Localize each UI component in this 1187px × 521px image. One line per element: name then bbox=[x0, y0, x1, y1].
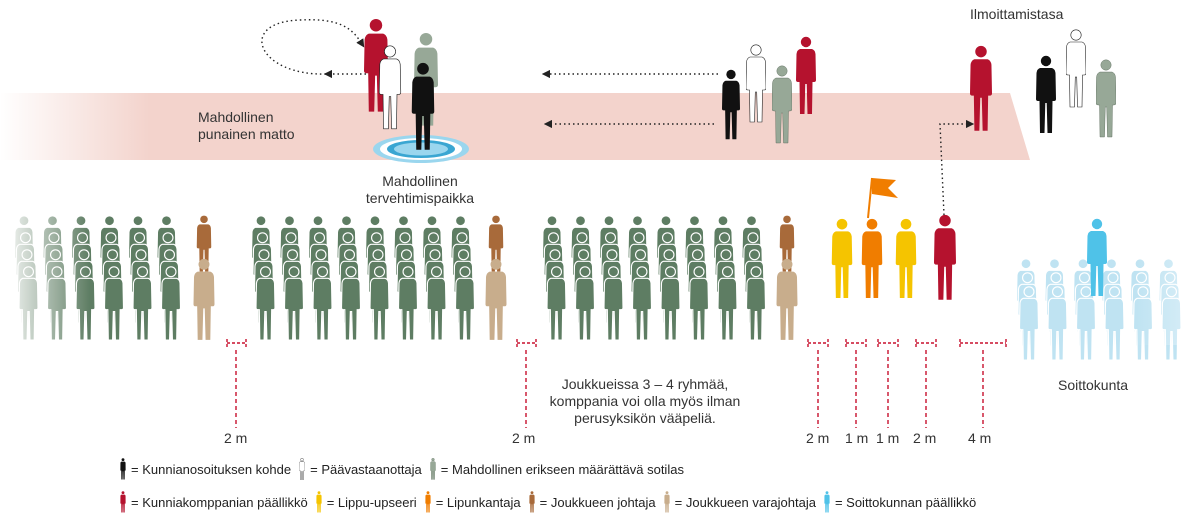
brown-figure-icon bbox=[528, 491, 535, 513]
distance-bracket bbox=[516, 339, 537, 347]
legend-text-target: = Kunnianosoituksen kohde bbox=[131, 461, 292, 477]
legend-item-target: = Kunnianosoituksen kohde bbox=[118, 458, 291, 480]
legend-item-company-commander: = Kunniakomppanian päällikkö bbox=[118, 491, 308, 513]
distance-bracket bbox=[915, 339, 937, 347]
legend-item-designated-soldier: = Mahdollinen erikseen määrättävä sotila… bbox=[428, 458, 684, 480]
legend-row-2: = Kunniakomppanian päällikkö = Lippu-ups… bbox=[118, 491, 982, 513]
legend-item-band-leader: = Soittokunnan päällikkö bbox=[822, 491, 976, 513]
label-red-carpet: Mahdollinen punainen matto bbox=[198, 109, 295, 143]
movement-arrows bbox=[261, 19, 975, 216]
distance-bracket bbox=[226, 339, 247, 347]
label-note-line1: Joukkueissa 3 – 4 ryhmää, bbox=[561, 376, 729, 392]
tan-figure-icon bbox=[663, 491, 670, 513]
red-carpet bbox=[0, 93, 1030, 160]
distance-label-4: 1 m bbox=[845, 430, 869, 446]
distance-markers bbox=[226, 339, 1007, 428]
distance-bracket bbox=[877, 339, 899, 347]
flag-officer-figure bbox=[831, 218, 853, 298]
label-band: Soittokunta bbox=[1058, 377, 1129, 393]
label-note-line2: komppania voi olla myös ilman bbox=[549, 393, 741, 409]
distance-label-1: 2 m bbox=[224, 430, 248, 446]
red-figure-icon bbox=[120, 491, 126, 513]
black-figure-icon bbox=[120, 458, 126, 480]
legend-text-platoon-leader: = Joukkueen johtaja bbox=[539, 494, 656, 510]
distance-label-5: 1 m bbox=[876, 430, 900, 446]
distance-label-3: 2 m bbox=[806, 430, 830, 446]
distance-label-2: 2 m bbox=[512, 430, 536, 446]
flag-bearer-figure bbox=[861, 218, 883, 298]
blue-figure-icon bbox=[824, 491, 830, 513]
distance-bracket bbox=[807, 339, 829, 347]
formation-fade-left bbox=[0, 205, 90, 345]
legend-text-company-commander: = Kunniakomppanian päällikkö bbox=[131, 494, 308, 510]
legend-item-flag-bearer: = Lipunkantaja bbox=[423, 491, 521, 513]
deputy-leader-figure bbox=[193, 258, 215, 340]
label-greeting-line2: tervehtimispaikka bbox=[365, 190, 475, 206]
orange-figure-icon bbox=[424, 491, 431, 513]
deputy-leader-figure bbox=[485, 258, 507, 340]
legend-text-flag-officer: = Lippu-upseeri bbox=[326, 494, 417, 510]
legend-item-flag-officer: = Lippu-upseeri bbox=[314, 491, 417, 513]
carpet-fade-left bbox=[0, 90, 150, 164]
grey-green-figure-icon bbox=[430, 458, 436, 480]
arrow-report bbox=[939, 119, 975, 216]
distance-bracket bbox=[845, 339, 867, 347]
legend-item-main-receiver: = Päävastaanottaja bbox=[297, 458, 422, 480]
legend-text-main-receiver: = Päävastaanottaja bbox=[310, 461, 422, 477]
legend-text-deputy-leader: = Joukkueen varajohtaja bbox=[674, 494, 816, 510]
band-fade-right bbox=[1135, 225, 1187, 345]
label-note-line3: perusyksikön vääpeliä. bbox=[574, 410, 716, 426]
legend-item-platoon-leader: = Joukkueen johtaja bbox=[527, 491, 656, 513]
company-commander-figure bbox=[934, 214, 956, 300]
flag-officer-figure bbox=[895, 218, 917, 298]
distance-bracket bbox=[959, 339, 1007, 347]
label-platoon-note: Joukkueissa 3 – 4 ryhmää, komppania voi … bbox=[530, 376, 760, 427]
flag-icon bbox=[867, 177, 898, 219]
label-carpet-line2: punainen matto bbox=[198, 126, 295, 142]
label-greeting-spot: Mahdollinen tervehtimispaikka bbox=[355, 173, 485, 207]
honor-company-formation bbox=[13, 214, 1182, 361]
legend-text-designated-soldier: = Mahdollinen erikseen määrättävä sotila… bbox=[440, 461, 684, 477]
yellow-figure-icon bbox=[315, 491, 322, 513]
deputy-leader-figure bbox=[776, 258, 798, 340]
loop-arrow bbox=[261, 19, 365, 75]
distance-label-6: 2 m bbox=[913, 430, 937, 446]
distance-label-7: 4 m bbox=[968, 430, 992, 446]
white-figure-icon bbox=[299, 458, 305, 480]
label-reporting-place: Ilmoittamistasa bbox=[970, 6, 1064, 22]
legend-row-1: = Kunnianosoituksen kohde = Päävastaanot… bbox=[118, 458, 690, 480]
legend-text-flag-bearer: = Lipunkantaja bbox=[435, 494, 521, 510]
legend-text-band-leader: = Soittokunnan päällikkö bbox=[834, 494, 977, 510]
legend-item-deputy-leader: = Joukkueen varajohtaja bbox=[662, 491, 816, 513]
label-greeting-line1: Mahdollinen bbox=[382, 173, 458, 189]
label-carpet-line1: Mahdollinen bbox=[198, 109, 274, 125]
